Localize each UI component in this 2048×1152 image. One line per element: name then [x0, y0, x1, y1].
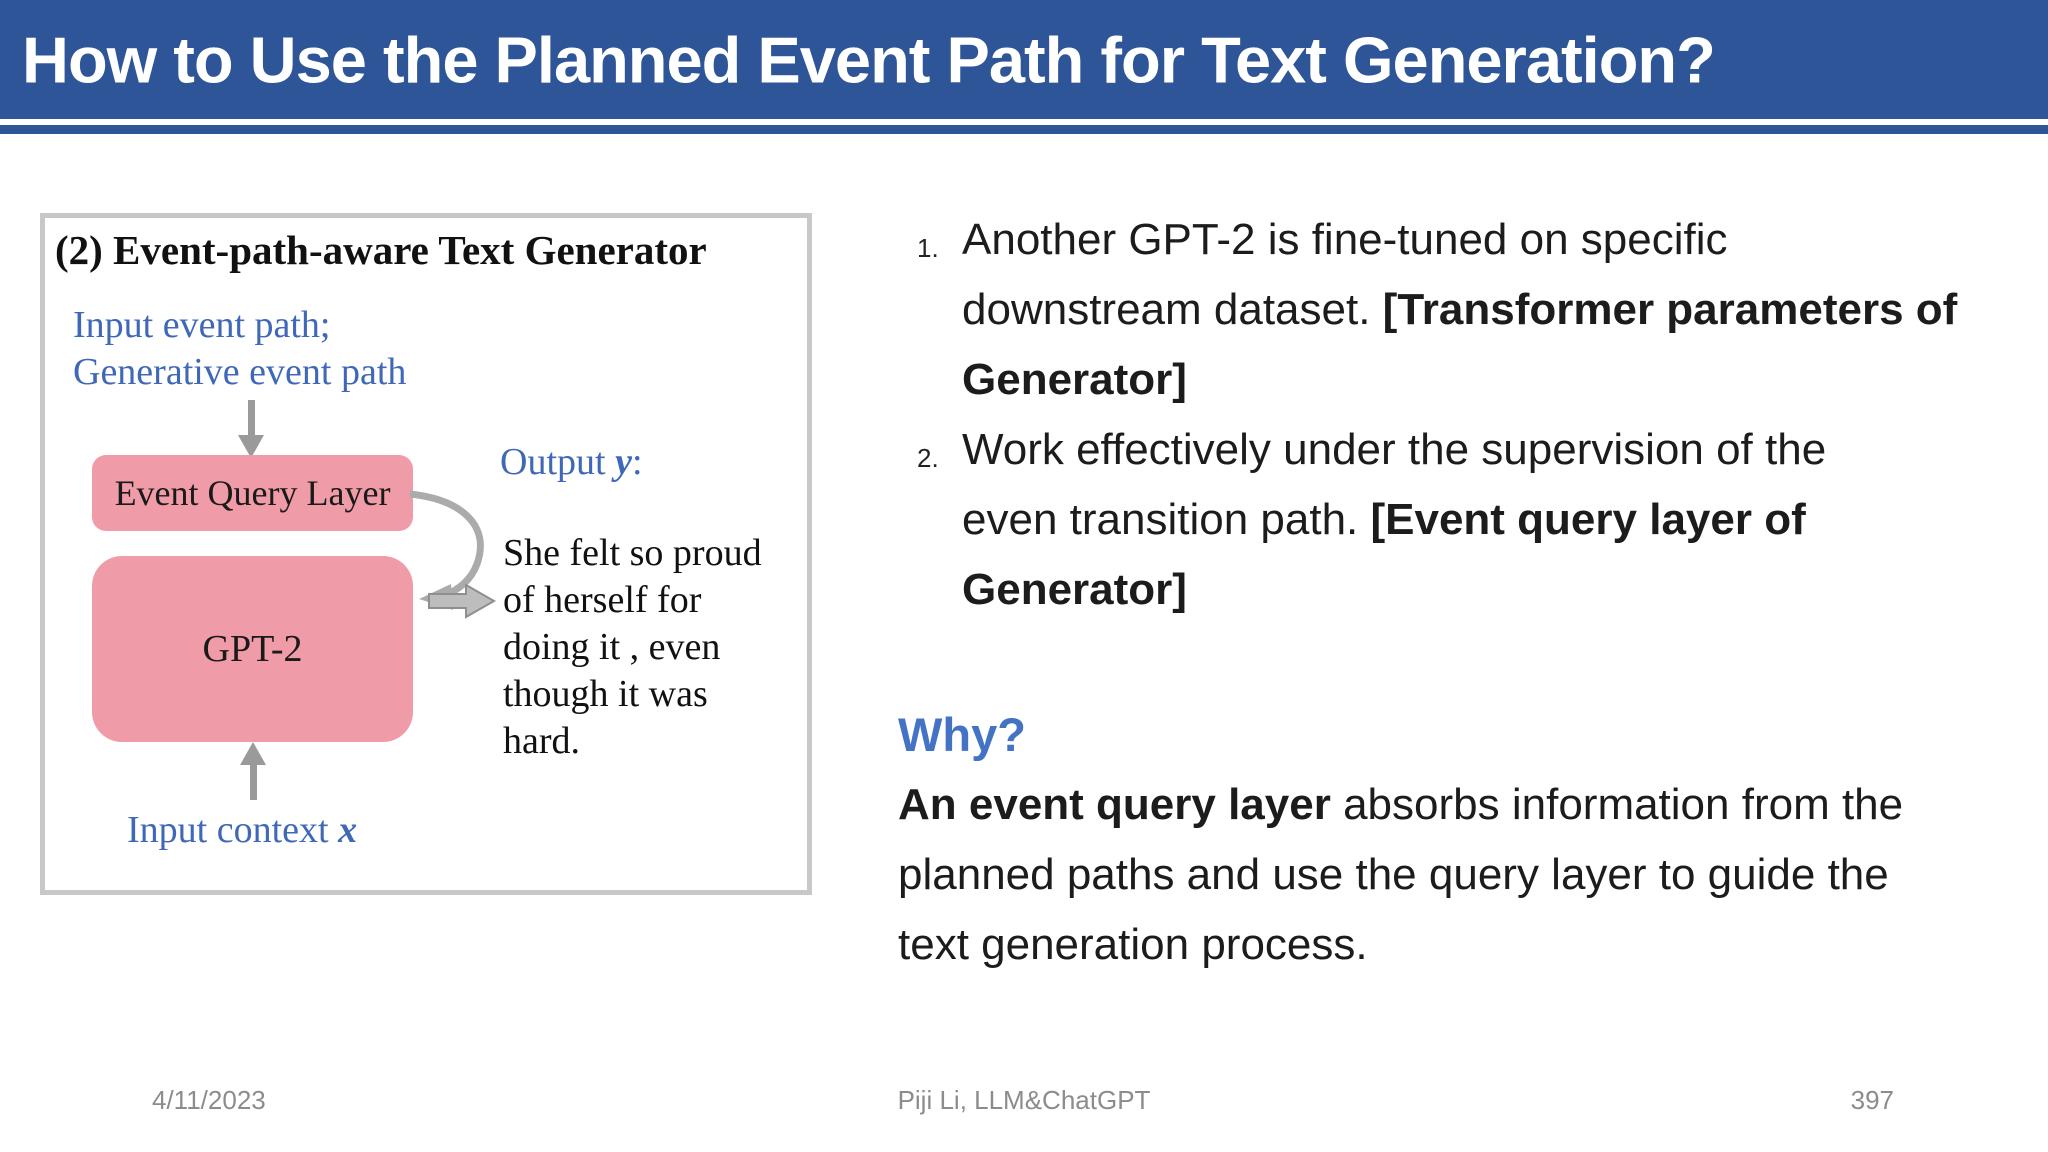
slide-title-bar: How to Use the Planned Event Path for Te…: [0, 0, 2048, 119]
context-variable-x: x: [338, 809, 358, 851]
list-item: 2. Work effectively under the supervisio…: [917, 415, 2032, 625]
list-item-line-normal: downstream dataset.: [962, 285, 1383, 334]
list-item-line: Generator]: [962, 565, 1187, 614]
gpt2-box: GPT-2: [92, 556, 413, 742]
event-query-layer-box: Event Query Layer: [92, 455, 413, 531]
diagram-heading: (2) Event-path-aware Text Generator: [55, 227, 707, 273]
why-heading: Why?: [898, 708, 1026, 761]
output-variable-y: y: [615, 441, 632, 483]
gpt2-label: GPT-2: [202, 628, 303, 670]
footer-credit: Piji Li, LLM&ChatGPT: [897, 1085, 1151, 1115]
footer-date: 4/11/2023: [152, 1085, 266, 1115]
list-item-line: Work effectively under the supervision o…: [962, 425, 1827, 474]
list-item-line: Generator]: [962, 355, 1187, 404]
output-line: hard.: [503, 720, 581, 762]
why-paragraph-rest: absorbs information from the: [1330, 780, 1904, 829]
list-item-line-normal: even transition path.: [962, 495, 1371, 544]
output-line: doing it , even: [503, 626, 721, 668]
event-query-layer-label: Event Query Layer: [114, 473, 391, 513]
bullet-list: 1. Another GPT-2 is fine-tuned on specif…: [917, 205, 2032, 625]
arrow-down-icon: [238, 400, 264, 458]
output-colon: :: [631, 441, 643, 483]
list-item-line-bold: [Event query layer of: [1370, 495, 1806, 544]
arrow-up-icon: [240, 742, 266, 800]
list-item-line-bold: [Transformer parameters of: [1382, 285, 1958, 334]
list-item-number: 2.: [917, 443, 939, 473]
why-paragraph-line: text generation process.: [898, 920, 1368, 969]
output-line: She felt so proud: [503, 532, 762, 574]
input-event-path-label: Input event path; Generative event path: [73, 302, 406, 396]
why-paragraph-line: An event query layer absorbs information…: [898, 770, 2018, 840]
block-arrow-right-icon: [428, 583, 496, 619]
list-item-line: downstream dataset. [Transformer paramet…: [962, 275, 1957, 345]
why-paragraph-bold: An event query layer: [898, 780, 1331, 829]
list-item-text: Another GPT-2 is fine-tuned on specific …: [962, 205, 1957, 415]
why-paragraph-line: planned paths and use the query layer to…: [898, 850, 1889, 899]
output-label-word: Output: [500, 441, 616, 483]
output-label: Output y:: [500, 440, 643, 484]
footer-page-number: 397: [1850, 1085, 1894, 1115]
slide-title: How to Use the Planned Event Path for Te…: [22, 23, 1716, 96]
context-label-words: Input context: [127, 809, 339, 851]
output-line: though it was: [503, 673, 708, 715]
diagram-panel: (2) Event-path-aware Text Generator Inpu…: [40, 213, 812, 895]
output-line: of herself for: [503, 579, 702, 621]
input-context-label: Input context x: [127, 808, 357, 852]
input-label-line2: Generative event path: [73, 351, 407, 393]
why-paragraph: An event query layer absorbs information…: [898, 770, 2018, 980]
list-item-line: Another GPT-2 is fine-tuned on specific: [962, 215, 1728, 264]
list-item-number: 1.: [917, 233, 939, 263]
output-sample-text: She felt so proud of herself for doing i…: [503, 530, 762, 765]
input-label-line1: Input event path;: [73, 304, 331, 346]
list-item: 1. Another GPT-2 is fine-tuned on specif…: [917, 205, 2032, 415]
list-item-line: even transition path. [Event query layer…: [962, 485, 1826, 555]
title-underline: [0, 125, 2048, 134]
list-item-text: Work effectively under the supervision o…: [962, 415, 1826, 625]
